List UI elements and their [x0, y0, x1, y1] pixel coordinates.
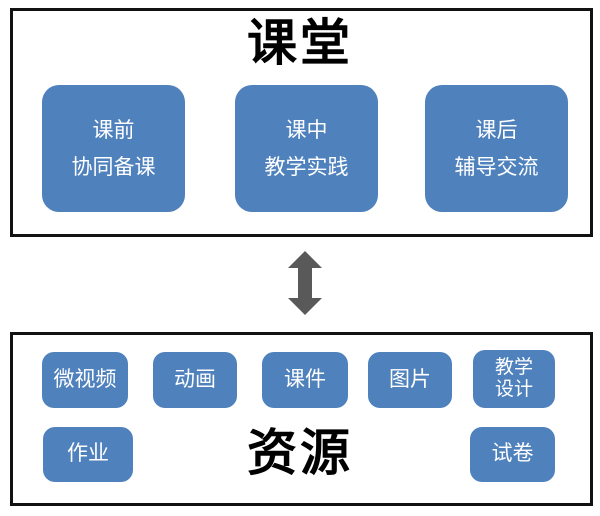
stage-node-label-line2: 辅导交流: [454, 155, 539, 179]
resource-node-label: 课件: [284, 367, 326, 391]
stage-node-label-line1: 课中: [285, 118, 328, 142]
resource-node-teaching-design: 教学 设计: [473, 350, 555, 408]
resource-node-label: 作业: [67, 442, 109, 466]
resource-node-label: 微视频: [53, 367, 117, 391]
resource-node-label: 试卷: [491, 442, 534, 466]
stage-node-label-line1: 课前: [92, 118, 135, 142]
vertical-double-arrow-icon: [288, 251, 322, 315]
resource-node-label: 图片: [389, 367, 431, 391]
resource-node-animation: 动画: [153, 352, 237, 408]
resource-node-label: 动画: [174, 367, 216, 391]
stage-node-label-line2: 协同备课: [71, 155, 156, 179]
resource-node-courseware: 课件: [262, 352, 348, 408]
classroom-title: 课堂: [247, 15, 353, 71]
stage-node-before-class: 课前 协同备课: [42, 85, 185, 212]
resources-title: 资源: [247, 425, 353, 481]
resource-node-homework: 作业: [43, 427, 133, 482]
resource-node-label-line2: 设计: [494, 379, 533, 400]
resource-node-pictures: 图片: [368, 352, 452, 408]
resource-node-label-line1: 教学: [494, 356, 533, 378]
resource-node-test-paper: 试卷: [470, 427, 555, 482]
stage-node-label-line1: 课后: [475, 118, 518, 142]
stage-node-after-class: 课后 辅导交流: [425, 85, 568, 212]
stage-node-during-class: 课中 教学实践: [235, 85, 378, 212]
stage-node-label-line2: 教学实践: [264, 155, 349, 179]
resource-node-micro-video: 微视频: [42, 352, 128, 408]
